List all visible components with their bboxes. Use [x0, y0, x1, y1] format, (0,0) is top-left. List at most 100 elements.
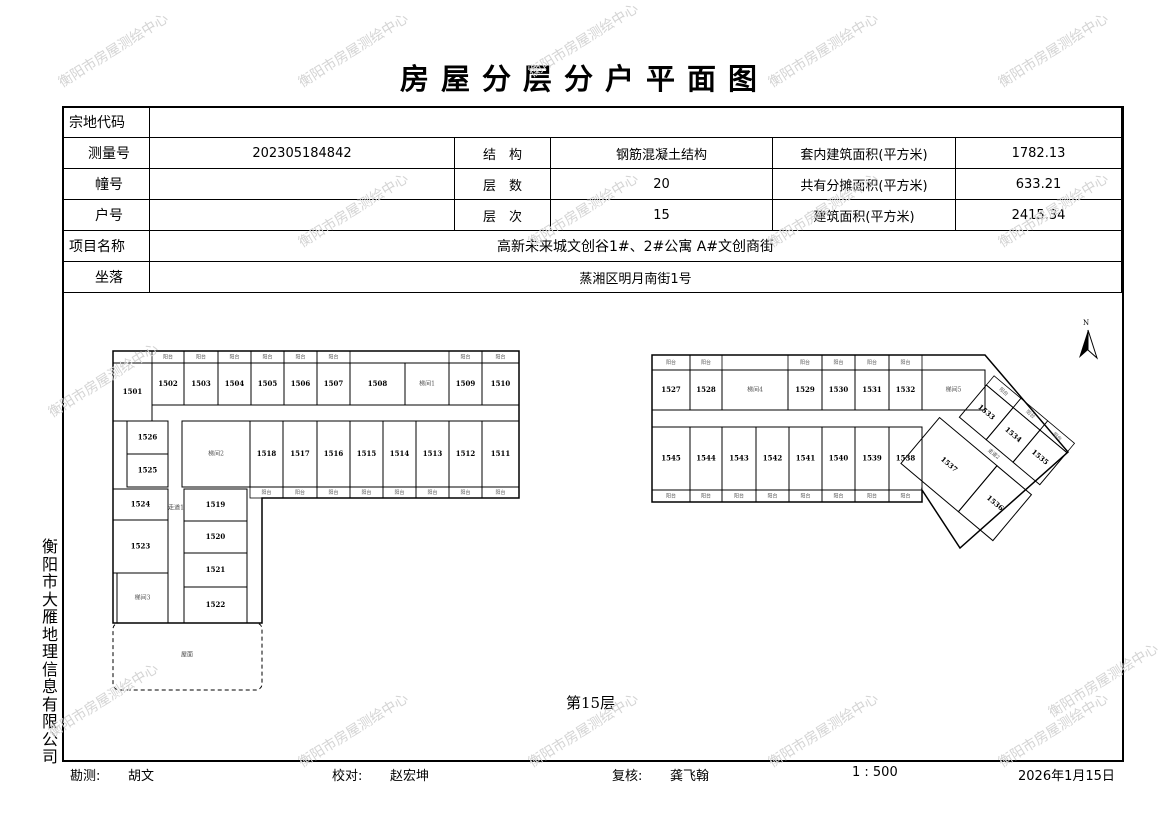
balcony-label: 阳台: [394, 489, 404, 496]
floors-value: 20: [550, 168, 773, 200]
unit-label: 1512: [456, 449, 476, 458]
balcony-label: 阳台: [833, 493, 843, 500]
stairwell-label: 梯间1: [419, 380, 435, 388]
location-value: 蒸湘区明月南街1号: [149, 261, 1122, 293]
unit-label: 1535: [1030, 447, 1051, 467]
unit-label: 1506: [291, 379, 311, 388]
unit-label: 1509: [456, 379, 476, 388]
unit-label: 1519: [206, 500, 226, 509]
unit-no-label: 户号: [62, 199, 150, 231]
room-outline: [116, 572, 169, 624]
balcony-label: 阳台: [800, 359, 810, 366]
unit-label: 1528: [696, 385, 716, 394]
unit-label: 1513: [423, 449, 443, 458]
unit-label: 1531: [862, 385, 882, 394]
stairwell-label: 梯间4: [747, 386, 763, 394]
north-arrow-icon: [1079, 330, 1088, 358]
balcony-label: 阳台: [495, 489, 505, 496]
unit-label: 1545: [661, 454, 681, 463]
unit-label: 1523: [131, 542, 151, 551]
balcony-label: 阳台: [701, 493, 711, 500]
surveyor-name: 胡文: [128, 769, 155, 784]
unit-label: 1540: [829, 454, 849, 463]
surveyor-label: 勘测:: [70, 769, 101, 784]
checker-label: 校对:: [332, 769, 363, 784]
balcony-label: 阳台: [666, 359, 676, 366]
unit-label: 1504: [225, 379, 245, 388]
total-area-value: 2415.34: [955, 199, 1122, 231]
unit-label: 1511: [491, 449, 511, 458]
unit-label: 1501: [123, 387, 143, 396]
parcel-code-value: [149, 106, 1122, 138]
unit-label: 1530: [829, 385, 849, 394]
unit-label: 1521: [206, 565, 226, 574]
balcony-label: 阳台: [1051, 431, 1063, 443]
floors-label: 层 数: [454, 168, 551, 200]
unit-label: 1507: [324, 379, 344, 388]
floor-plan-drawing: 屋面走道1阳台阳台阳台阳台阳台阳台阳台阳台阳台阳台阳台阳台阳台阳台阳台阳台阳台阳…: [112, 319, 1099, 691]
building-no-value: [149, 168, 455, 200]
unit-label: 1516: [324, 449, 344, 458]
reviewer-name: 龚飞翰: [670, 769, 710, 784]
survey-no-label: 测量号: [62, 137, 150, 169]
unit-label: 1503: [191, 379, 211, 388]
room-outline: [183, 586, 248, 624]
balcony-label: 阳台: [767, 493, 777, 500]
balcony-label: 阳台: [460, 489, 470, 496]
unit-label: 1539: [862, 454, 882, 463]
unit-label: 1542: [763, 454, 783, 463]
balcony-label: 阳台: [427, 489, 437, 496]
balcony-label: 阳台: [998, 386, 1010, 398]
unit-label: 1537: [939, 455, 960, 475]
balcony-label: 阳台: [460, 354, 470, 361]
shared-area-label: 共有分摊面积(平方米): [772, 168, 956, 200]
balcony-label: 阳台: [833, 359, 843, 366]
unit-label: 1520: [206, 532, 226, 541]
unit-label: 1541: [796, 454, 816, 463]
project-value: 高新未来城文创谷1#、2#公寓 A#文创商街: [149, 230, 1122, 262]
room-outline: [888, 426, 923, 491]
inner-area-label: 套内建筑面积(平方米): [772, 137, 956, 169]
shared-area-value: 633.21: [955, 168, 1122, 200]
inner-area-value: 1782.13: [955, 137, 1122, 169]
unit-label: 1533: [976, 402, 997, 422]
balcony-label: 阳台: [867, 359, 877, 366]
corridor-label: 走道1: [168, 504, 184, 512]
unit-label: 1525: [138, 466, 158, 475]
building-no-label: 幢号: [62, 168, 150, 200]
right-building-outline: [651, 354, 1070, 550]
balcony: [1039, 420, 1076, 454]
balcony-label: 阳台: [295, 489, 305, 496]
date: 2026年1月15日: [1018, 769, 1115, 784]
unit-label: 1526: [138, 433, 158, 442]
balcony-label: 阳台: [261, 489, 271, 496]
floor-label-caption: 第15层: [566, 694, 616, 712]
room-outline: [921, 369, 986, 411]
room-outline: [126, 453, 169, 488]
floor-value: 15: [550, 199, 773, 231]
balcony-label: 阳台: [328, 354, 338, 361]
total-area-label: 建筑面积(平方米): [772, 199, 956, 231]
unit-label: 1514: [390, 449, 410, 458]
balcony-label: 阳台: [734, 493, 744, 500]
unit-label: 1510: [491, 379, 511, 388]
balcony-label: 阳台: [900, 493, 910, 500]
north-label: N: [1083, 319, 1089, 327]
structure-value: 钢筋混凝土结构: [550, 137, 773, 169]
scale: 1 : 500: [852, 765, 898, 780]
north-arrow-icon: [1087, 329, 1099, 360]
room-outline: [481, 362, 520, 406]
balcony-label: 阳台: [900, 359, 910, 366]
unit-label: 1505: [258, 379, 278, 388]
unit-label: 1508: [368, 379, 388, 388]
unit-label: 1518: [257, 449, 277, 458]
balcony-label: 阳台: [867, 493, 877, 500]
document-title: 房屋分层分户平面图: [399, 62, 769, 96]
project-label: 项目名称: [62, 230, 150, 262]
stairwell-label: 梯间2: [208, 450, 224, 458]
reviewer-label: 复核:: [612, 769, 643, 784]
stairwell-label: 梯间5: [946, 386, 962, 394]
balcony-label: 阳台: [262, 354, 272, 361]
unit-label: 1534: [1003, 425, 1024, 445]
